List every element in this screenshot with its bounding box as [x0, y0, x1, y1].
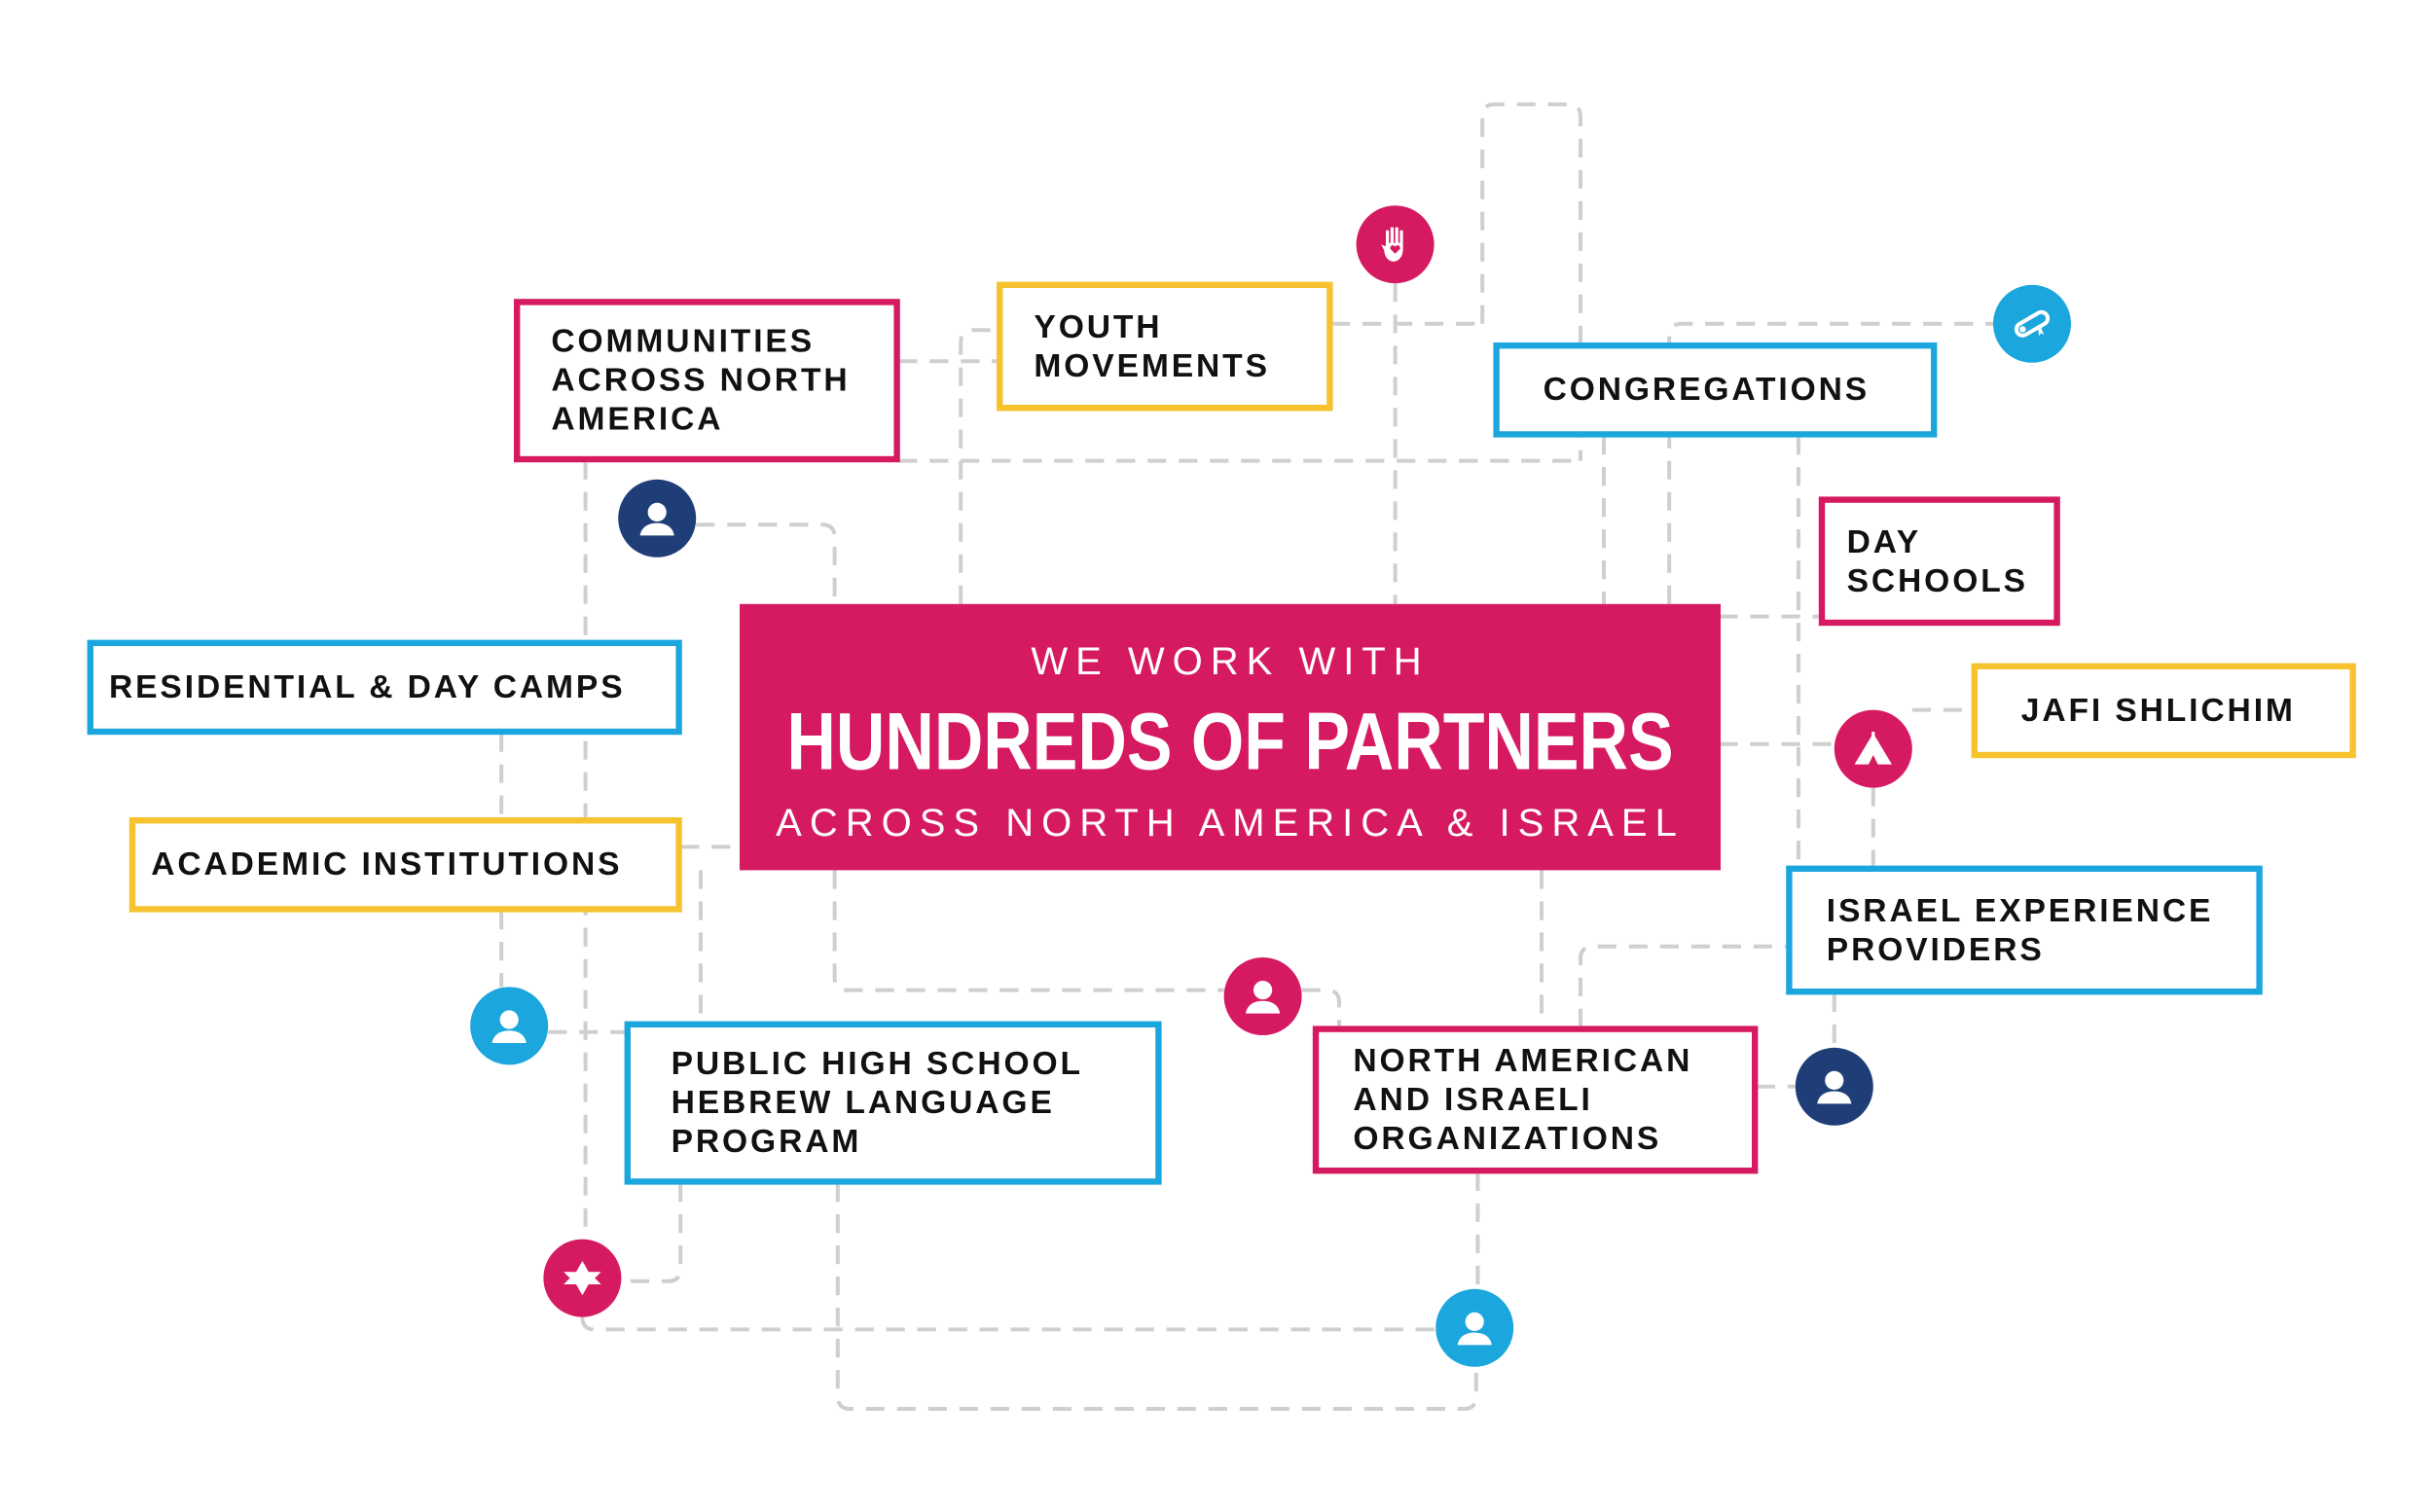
hand-heart-icon: [1356, 205, 1435, 284]
tent-icon: [1834, 709, 1912, 788]
headline-main: HUNDREDS OF PARTNERS: [786, 697, 1674, 788]
star-of-david-icon: [543, 1239, 622, 1317]
partner-public-high-school: PUBLIC HIGH SCHOOL HEBREW LANGUAGE PROGR…: [624, 1021, 1162, 1185]
headline-sub: ACROSS NORTH AMERICA & ISRAEL: [776, 802, 1685, 846]
person-icon: [470, 987, 549, 1065]
partner-academic-institutions: ACADEMIC INSTITUTIONS: [128, 817, 682, 913]
partner-jafi-shlichim: JAFI SHLICHIM: [1971, 663, 2356, 759]
person-icon: [618, 479, 697, 558]
partner-label: NORTH AMERICAN AND ISRAELI ORGANIZATIONS: [1353, 1043, 1693, 1157]
partner-label: ACADEMIC INSTITUTIONS: [151, 846, 623, 883]
diploma-icon: [1993, 284, 2071, 363]
person-icon: [1223, 957, 1302, 1035]
person-icon: [1795, 1047, 1873, 1126]
partner-label: YOUTH MOVEMENTS: [1034, 308, 1270, 384]
partner-label: ISRAEL EXPERIENCE PROVIDERS: [1826, 892, 2214, 968]
partner-congregations: CONGREGATIONS: [1493, 342, 1938, 438]
partner-label: PUBLIC HIGH SCHOOL HEBREW LANGUAGE PROGR…: [671, 1046, 1083, 1160]
partner-camps: RESIDENTIAL & DAY CAMPS: [87, 639, 682, 736]
partner-organizations: NORTH AMERICAN AND ISRAELI ORGANIZATIONS: [1312, 1026, 1759, 1174]
partner-youth-movements: YOUTH MOVEMENTS: [997, 281, 1333, 412]
partner-label: CONGREGATIONS: [1543, 372, 1871, 409]
partner-communities: COMMUNITIES ACROSS NORTH AMERICA: [514, 299, 900, 463]
partner-label: COMMUNITIES ACROSS NORTH AMERICA: [551, 323, 851, 438]
partner-israel-experience: ISRAEL EXPERIENCE PROVIDERS: [1786, 865, 2263, 995]
person-icon: [1435, 1288, 1514, 1367]
partner-label: RESIDENTIAL & DAY CAMPS: [109, 669, 626, 705]
headline-intro: WE WORK WITH: [1031, 639, 1430, 684]
partner-label: DAY SCHOOLS: [1846, 523, 2028, 599]
partner-label: JAFI SHLICHIM: [2020, 693, 2296, 729]
headline-banner: WE WORK WITH HUNDREDS OF PARTNERS ACROSS…: [740, 603, 1721, 871]
partner-day-schools: DAY SCHOOLS: [1818, 496, 2060, 627]
